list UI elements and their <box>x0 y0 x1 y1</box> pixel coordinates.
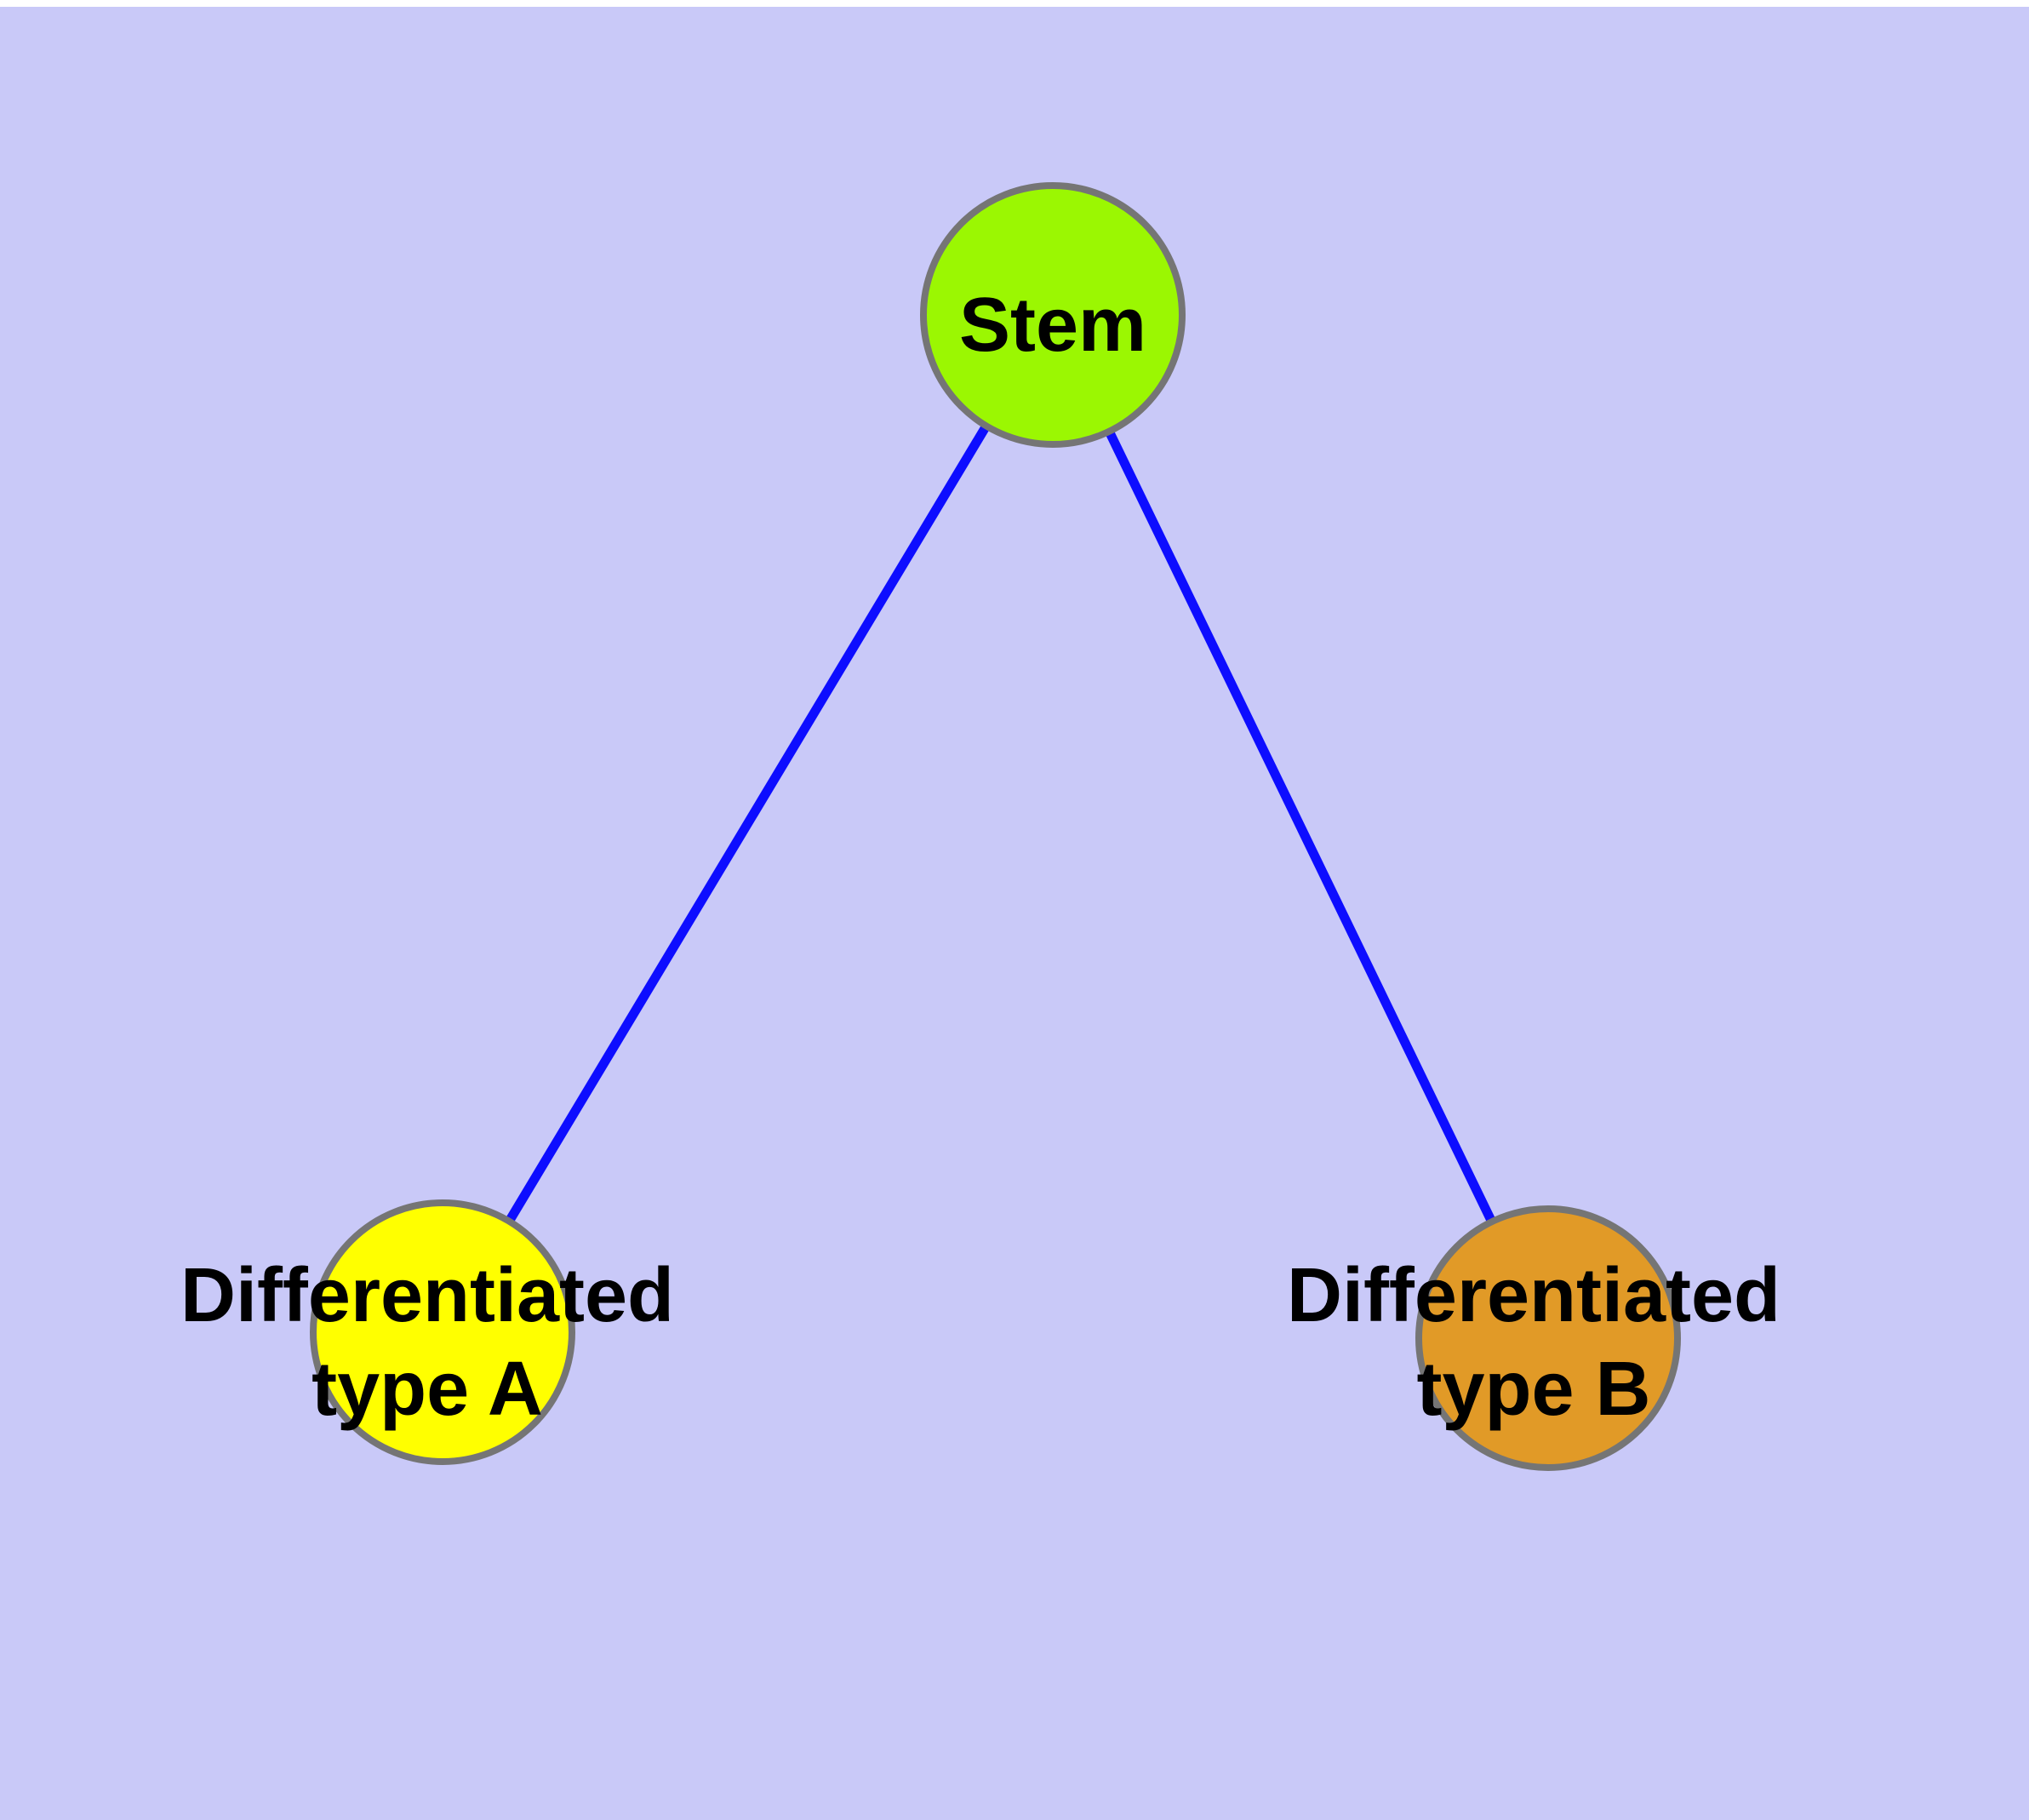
differentiated-type-b-label-line1: Differentiated <box>1287 1253 1780 1338</box>
differentiated-type-b-label-line2: type B <box>1416 1347 1650 1432</box>
stem-node <box>920 182 1186 448</box>
differentiated-type-a-node <box>310 1199 575 1465</box>
window-top-strip <box>0 0 2029 7</box>
stem-node-label: Stem <box>959 283 1146 368</box>
edge-stem-to-type-a <box>438 312 1057 1335</box>
differentiated-type-b-node <box>1415 1205 1681 1471</box>
differentiated-type-a-label-line1: Differentiated <box>180 1253 674 1338</box>
differentiated-type-a-label-line2: type A <box>311 1347 543 1432</box>
edge-stem-to-type-b <box>1049 312 1552 1341</box>
